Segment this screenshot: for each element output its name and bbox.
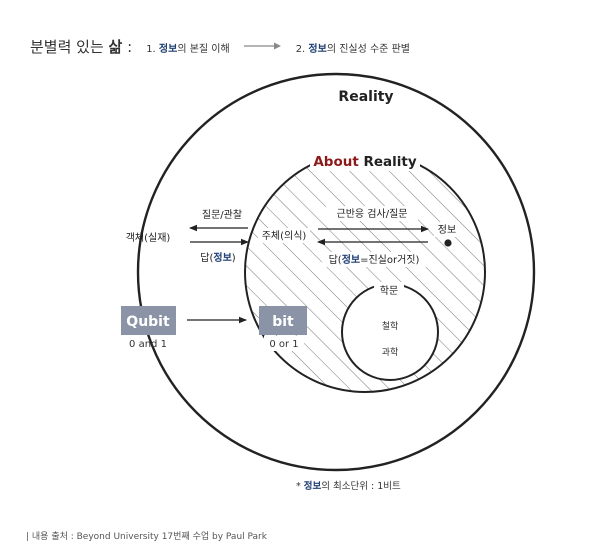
about-word: About — [313, 154, 359, 170]
bit-box — [259, 306, 307, 335]
reality-label-bg — [334, 86, 398, 106]
answer-label: 답(정보) — [200, 251, 236, 264]
study-label-bg — [374, 282, 404, 298]
reality-label: Reality — [338, 89, 393, 105]
source-credit: | 내용 출처 : Beyond University 17번째 수업 by P… — [26, 532, 267, 542]
step-1: 1. 정보의 본질 이해 — [146, 40, 230, 55]
about-reality-word: Reality — [359, 154, 417, 170]
answer-suffix: ) — [232, 253, 236, 264]
answer2-suffix: =진실or거짓) — [360, 254, 419, 266]
note-text: 의 최소단위 : 1비트 — [321, 481, 401, 492]
step-2-number: 2. — [295, 44, 309, 55]
answer2-label-bg — [322, 252, 426, 267]
right-arrow-icon — [243, 42, 281, 50]
title-prefix: 분별력 있는 — [30, 38, 109, 56]
qubit-sub: 0 and 1 — [129, 339, 167, 350]
study-label: 학문 — [380, 285, 398, 297]
footnote: * 정보의 최소단위 : 1비트 — [296, 478, 401, 492]
step-2: 2. 정보의 진실성 수준 판별 — [296, 40, 410, 55]
science-label: 과학 — [382, 347, 399, 358]
info-label-bg — [434, 222, 460, 237]
step-2-key: 정보 — [308, 44, 327, 55]
qubit-box — [121, 306, 176, 335]
subject-label-bg — [258, 228, 310, 243]
bit-sub-bg — [264, 336, 304, 351]
study-circle — [341, 283, 439, 381]
reality-circle — [136, 72, 536, 472]
answer-prefix: 답( — [200, 252, 213, 264]
step-2-text: 의 진실성 수준 판별 — [326, 44, 410, 55]
about-reality-label-bg — [310, 151, 420, 171]
title-colon: : — [122, 38, 133, 56]
philosophy-label: 철학 — [382, 321, 399, 332]
verify-label-bg — [326, 206, 418, 221]
page-title: 분별력 있는 삶 : — [30, 36, 132, 57]
page-header: 분별력 있는 삶 : 1. 정보의 본질 이해 2. 정보의 진실성 수준 판별 — [30, 36, 410, 57]
qubit-label: Qubit — [126, 314, 170, 330]
step-1-text: 의 본질 이해 — [177, 44, 230, 55]
answer2-prefix: 답( — [329, 254, 342, 266]
info-dot — [444, 239, 452, 247]
answer2-key: 정보 — [342, 253, 360, 266]
step-1-key: 정보 — [158, 44, 178, 55]
subject-label: 주체(의식) — [262, 230, 307, 242]
step-1-number: 1. — [146, 44, 159, 55]
answer-key: 정보 — [213, 251, 231, 264]
note-prefix: * — [296, 481, 304, 492]
about-reality-label: About Reality — [313, 154, 417, 170]
title-bold: 삶 — [108, 38, 123, 56]
note-key: 정보 — [303, 481, 322, 492]
answer2-label: 답(정보=진실or거짓) — [329, 253, 420, 266]
bit-sub: 0 or 1 — [269, 339, 298, 350]
question-label: 질문/관찰 — [202, 209, 242, 221]
info-label: 정보 — [438, 224, 456, 236]
verify-label: 근반응 검사/질문 — [337, 208, 408, 220]
bit-label: bit — [272, 314, 294, 330]
object-label: 객체(실재) — [126, 232, 171, 244]
